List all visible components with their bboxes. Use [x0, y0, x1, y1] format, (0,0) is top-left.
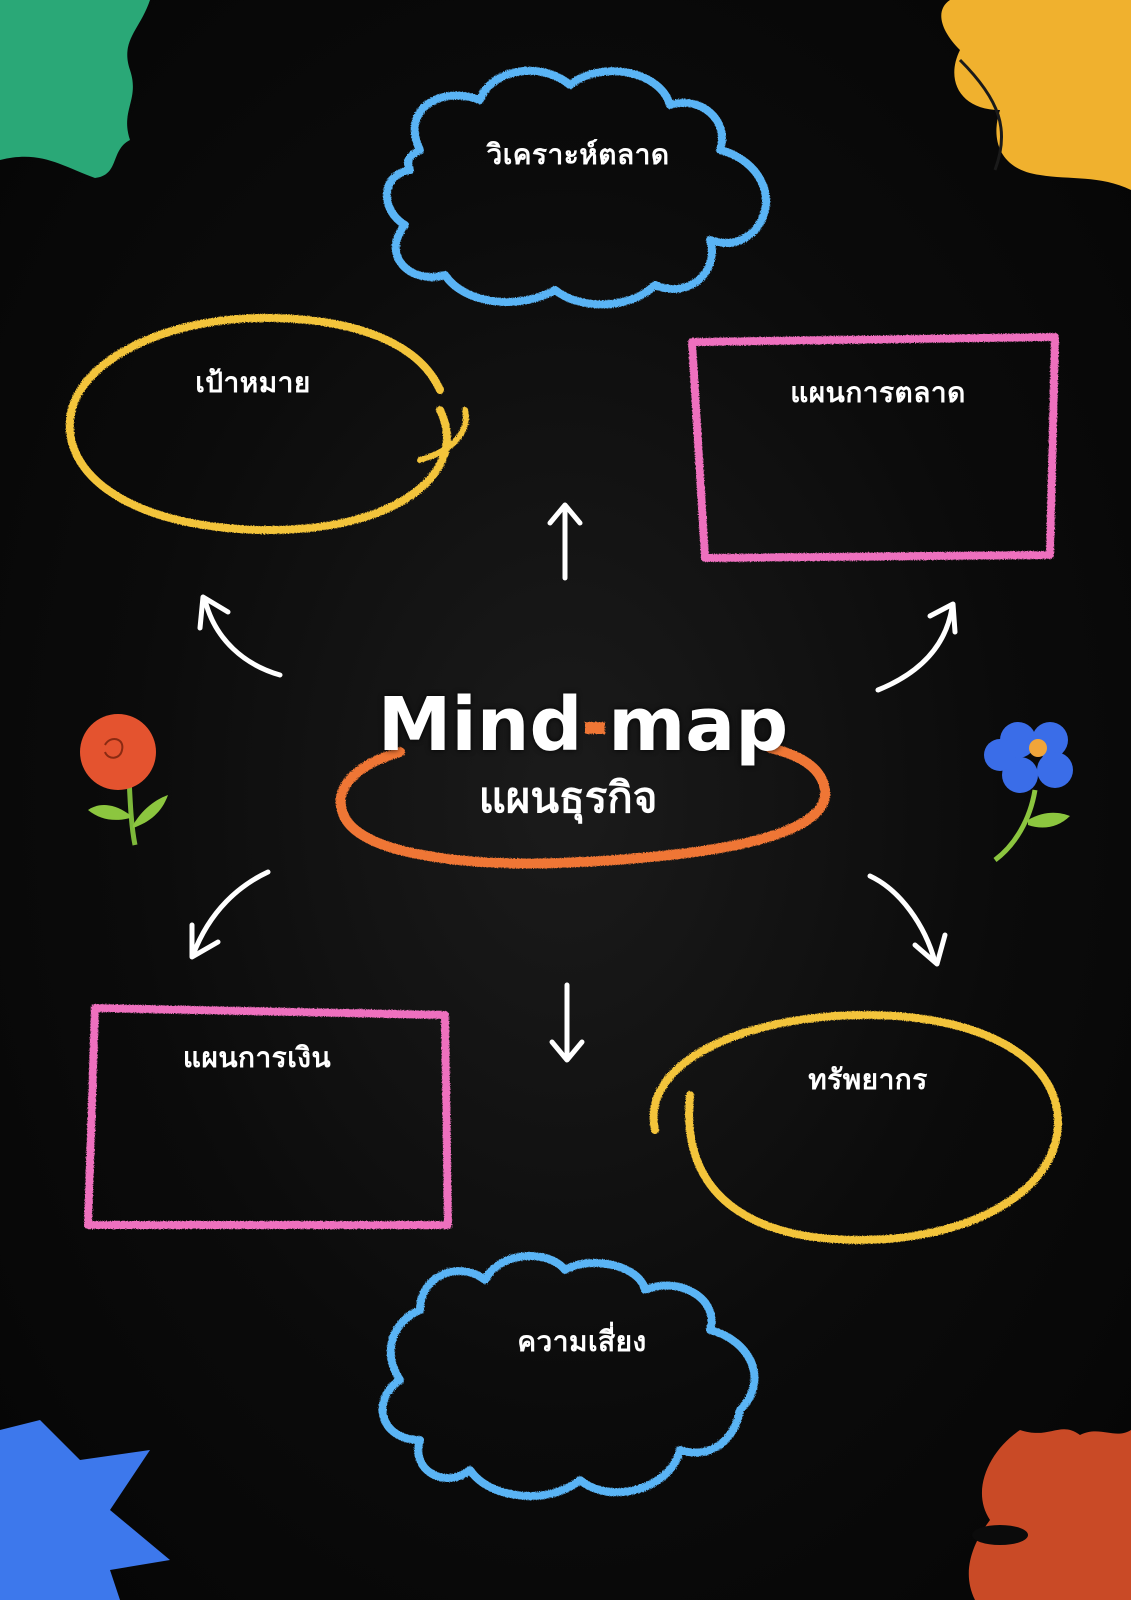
arrow-down-right-icon	[867, 873, 948, 967]
mind-map-title: Mind map	[377, 682, 789, 768]
ellipse-goals-shape	[65, 313, 469, 535]
arrows	[189, 502, 958, 1063]
node-goals-label: เป้าหมาย	[195, 366, 311, 399]
arrow-up-left-icon	[197, 594, 283, 678]
mind-map-subtitle: แผนธุรกิจ	[478, 773, 658, 822]
arrow-down-left-icon	[189, 869, 271, 960]
green-blob-icon	[0, 0, 150, 178]
center-orange-ellipse-shape	[335, 722, 831, 869]
arrow-down-icon	[549, 982, 585, 1063]
node-market-analysis-label: วิเคราะห์ตลาด	[486, 138, 670, 171]
red-leaf-icon	[968, 1429, 1131, 1600]
red-flower-icon	[80, 714, 168, 846]
blue-star-icon	[0, 1420, 170, 1600]
node-marketing-plan-label: แผนการตลาด	[790, 376, 966, 409]
yellow-flower-icon	[941, 0, 1131, 190]
blue-flower-icon	[984, 722, 1073, 862]
rect-marketing-plan-shape	[688, 333, 1059, 562]
arrow-up-icon	[547, 502, 583, 581]
arrow-up-right-icon	[875, 601, 958, 693]
node-resources-label: ทรัพยากร	[808, 1063, 928, 1096]
cloud-market-analysis-shape	[382, 66, 770, 309]
node-financial-plan-label: แผนการเงิน	[182, 1041, 332, 1074]
cloud-risks-shape	[378, 1252, 759, 1500]
rect-financial-plan-shape	[84, 1004, 452, 1229]
ellipse-resources-shape	[649, 1010, 1063, 1245]
node-risks-label: ความเสี่ยง	[517, 1325, 647, 1358]
